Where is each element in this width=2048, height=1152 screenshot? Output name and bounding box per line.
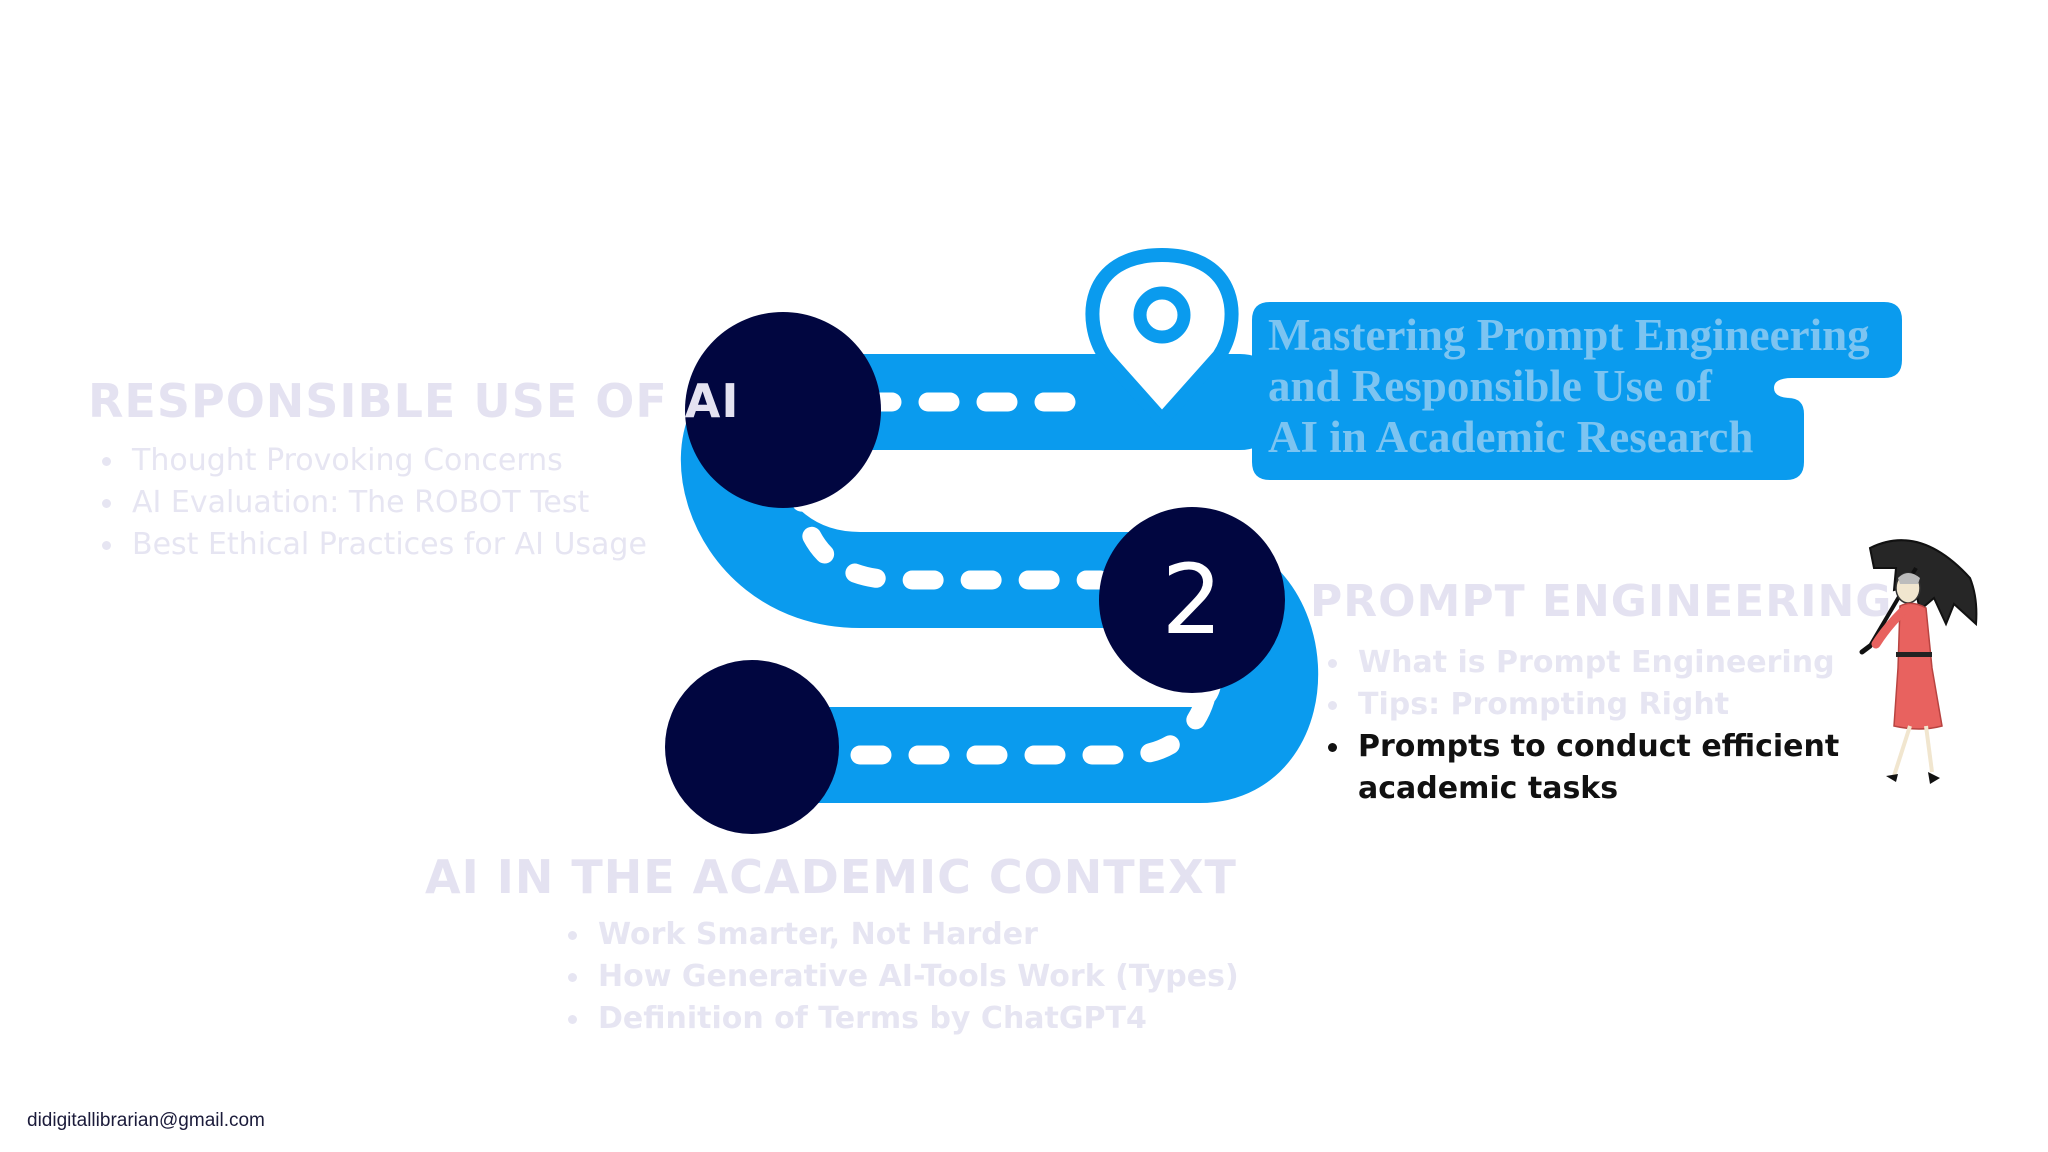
section-title-academic: AI IN THE ACADEMIC CONTEXT bbox=[425, 850, 1237, 904]
list-item: Work Smarter, Not Harder bbox=[568, 914, 1239, 956]
bullet-dot bbox=[102, 499, 111, 508]
list-responsible: Thought Provoking Concerns AI Evaluation… bbox=[102, 440, 647, 566]
section-title-responsible: RESPONSIBLE USE OF AI bbox=[88, 374, 740, 428]
bullet-dot bbox=[568, 931, 577, 940]
bullet-dot bbox=[568, 973, 577, 982]
bullet-dot bbox=[102, 541, 111, 550]
bullet-dot bbox=[1328, 659, 1337, 668]
road-dashes bbox=[790, 392, 1219, 765]
walking-woman-umbrella-icon bbox=[1859, 539, 1978, 784]
list-item: Tips: Prompting Right bbox=[1328, 684, 1839, 726]
bullet-dot bbox=[102, 457, 111, 466]
list-item: Definition of Terms by ChatGPT4 bbox=[568, 998, 1239, 1040]
step-number: 2 bbox=[1161, 544, 1223, 656]
list-academic: Work Smarter, Not Harder How Generative … bbox=[568, 914, 1239, 1040]
list-item: What is Prompt Engineering bbox=[1328, 642, 1839, 684]
list-item-active: Prompts to conduct efficient bbox=[1328, 726, 1839, 768]
milestone-node-2 bbox=[1099, 507, 1285, 693]
list-item: Thought Provoking Concerns bbox=[102, 440, 647, 482]
list-item-active-continued: academic tasks bbox=[1358, 771, 1619, 806]
milestone-node-1 bbox=[685, 312, 881, 508]
bullet-dot bbox=[1328, 701, 1337, 710]
list-item: Best Ethical Practices for AI Usage bbox=[102, 524, 647, 566]
banner-title: Mastering Prompt Engineering and Respons… bbox=[1268, 310, 1870, 462]
milestone-node-3 bbox=[665, 660, 839, 834]
bullet-dot bbox=[568, 1015, 577, 1024]
location-pin-icon bbox=[1085, 248, 1239, 427]
bullet-dot bbox=[1328, 743, 1337, 752]
list-item: AI Evaluation: The ROBOT Test bbox=[102, 482, 647, 524]
list-item: How Generative AI-Tools Work (Types) bbox=[568, 956, 1239, 998]
footer-email: didigitallibrarian@gmail.com bbox=[27, 1110, 265, 1131]
section-title-prompt: PROMPT ENGINEERING bbox=[1310, 576, 1893, 627]
list-prompt: What is Prompt Engineering Tips: Prompti… bbox=[1328, 642, 1839, 810]
